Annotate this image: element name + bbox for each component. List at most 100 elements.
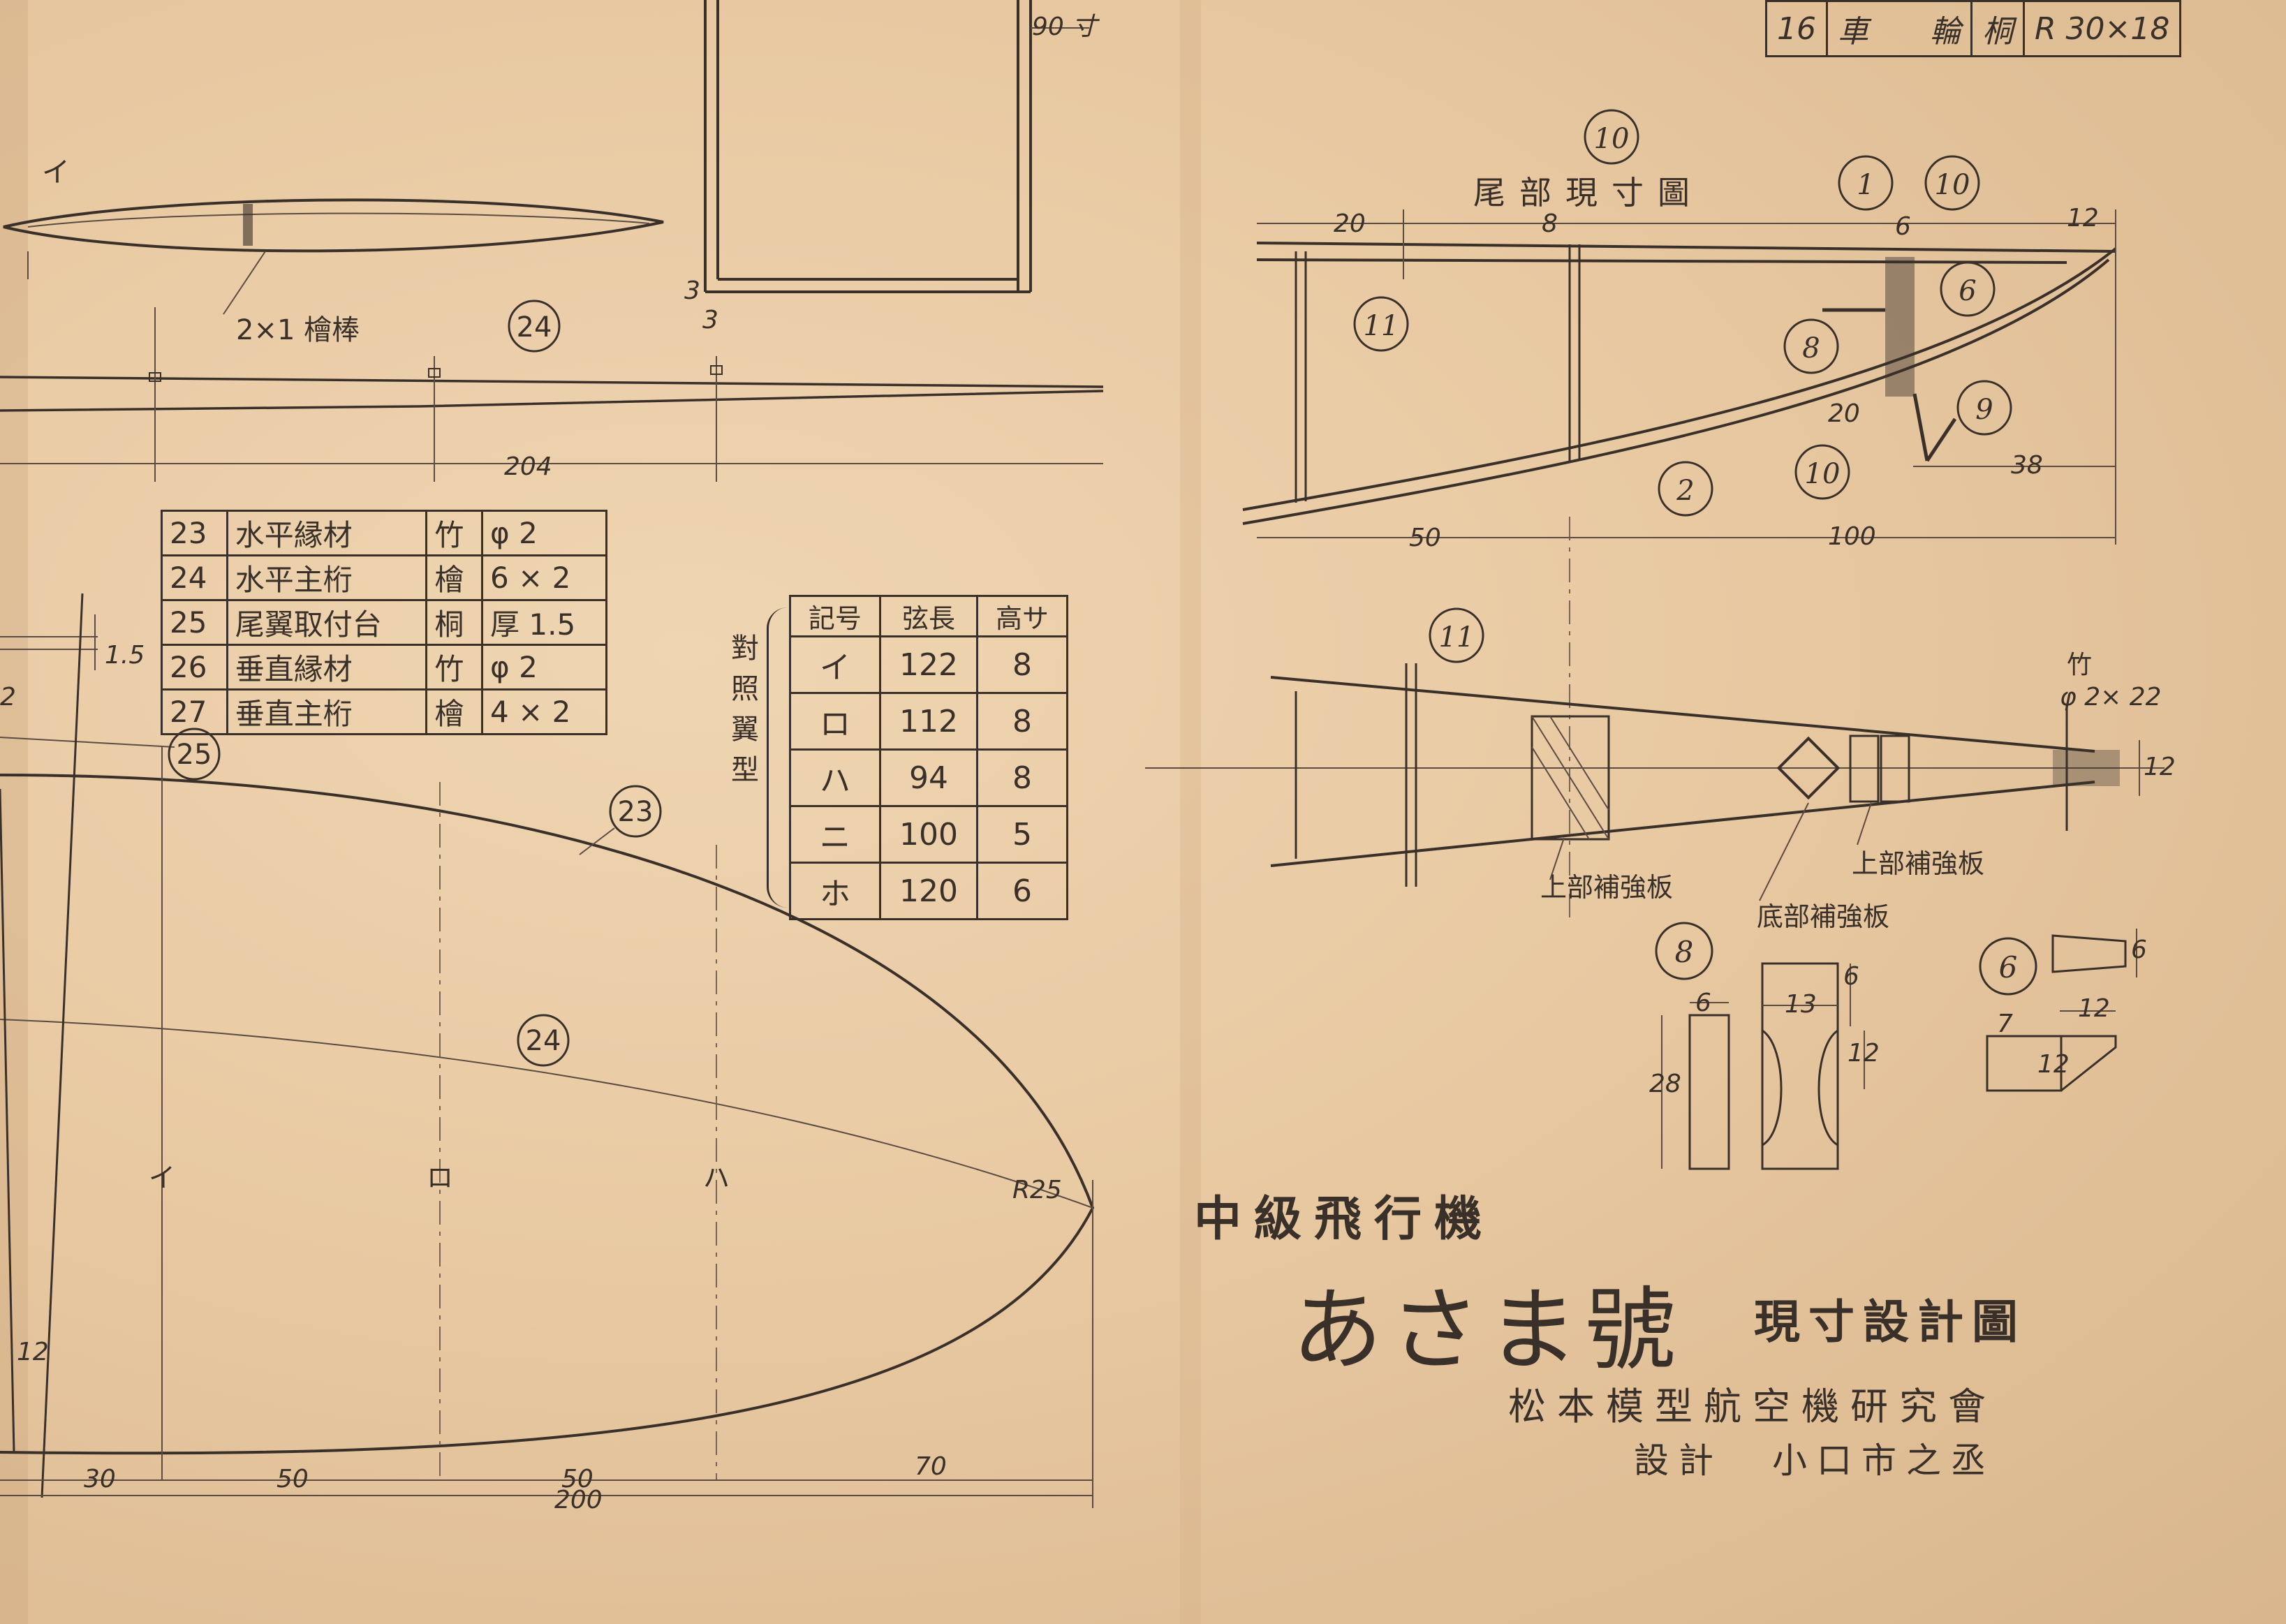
drawing-type: 現寸設計圖 <box>1754 1295 2026 1349</box>
part-name: 水平主桁 <box>226 554 428 601</box>
chord-height: 5 <box>976 805 1068 864</box>
callout-10-a <box>1584 109 1639 165</box>
callout-24-top <box>508 300 561 353</box>
bottom-dim-30: 30 <box>84 1465 116 1493</box>
chord-code: ニ <box>789 805 881 864</box>
chord-length: 100 <box>878 805 979 864</box>
chord-header: 弦長 <box>878 595 979 637</box>
chord-length: 120 <box>878 862 979 920</box>
parts-row: 25 尾翼取付台 桐 厚 1.5 <box>161 599 607 646</box>
d6-dim-7: 7 <box>1997 1010 2013 1038</box>
chord-length: 122 <box>878 635 979 694</box>
top-dim-label: 90 寸 <box>1032 13 1100 41</box>
dim-20-top: 20 <box>1334 209 1366 238</box>
callout-2-label: 2 <box>1676 475 1694 507</box>
chord-height: 8 <box>976 692 1068 751</box>
bottom-dim-70: 70 <box>915 1452 947 1481</box>
corner-no: 16 <box>1765 0 1828 57</box>
small-dim-a: 3 <box>684 276 700 305</box>
callout-10-c <box>1794 444 1850 500</box>
part-no: 23 <box>161 510 228 556</box>
page-fold <box>1180 0 1201 1624</box>
station-ha: ハ <box>703 1162 730 1193</box>
callout-10-b <box>1924 155 1980 211</box>
part-material: 檜 <box>425 688 484 735</box>
small-dim-c: 1.5 <box>105 641 145 670</box>
d8-dim-6a: 6 <box>1695 989 1711 1017</box>
chord-code: ハ <box>789 748 881 807</box>
chord-height: 6 <box>976 862 1068 920</box>
parts-table: 23 水平縁材 竹 φ 2 24 水平主桁 檜 6 × 2 25 尾翼取付台 桐… <box>161 510 607 735</box>
label-bottom-plate: 底部補強板 <box>1757 901 1889 932</box>
part-name: 垂直縁材 <box>226 644 428 691</box>
callout-24-top-label: 24 <box>517 311 552 344</box>
designer-line: 設計 小口市之丞 <box>1634 1433 1996 1483</box>
part-no: 26 <box>161 644 228 691</box>
callout-11-b-label: 11 <box>1439 621 1475 654</box>
part-material: 竹 <box>425 510 484 556</box>
chord-code: ロ <box>789 692 881 751</box>
chord-height: 8 <box>976 635 1068 694</box>
callout-11-b <box>1429 607 1484 663</box>
corner-parts-table: 16 車 輪 桐 R 30×18 <box>1765 0 2182 57</box>
aircraft-class: 中級飛行機 <box>1194 1192 1495 1247</box>
top-frame <box>704 0 1089 293</box>
chord-height: 8 <box>976 748 1068 807</box>
part-no: 25 <box>161 599 228 646</box>
chord-code: ホ <box>789 862 881 920</box>
parts-row: 24 水平主桁 檜 6 × 2 <box>161 554 607 601</box>
station-ro: ロ <box>427 1162 453 1193</box>
dim-12-top: 12 <box>2067 204 2099 232</box>
callout-6-detail <box>1979 937 2037 996</box>
organization-name: 松本模型航空機研究會 <box>1508 1385 1997 1429</box>
designer-name: 小口市之丞 <box>1772 1440 1996 1481</box>
bamboo-note: 竹 <box>2067 651 2092 679</box>
tail-side-view <box>1242 209 2117 922</box>
part-size: 4 × 2 <box>481 688 607 735</box>
station-i: イ <box>149 1162 175 1193</box>
chord-row: ロ 112 8 <box>789 692 1068 751</box>
designer-label: 設計 <box>1634 1440 1723 1481</box>
callout-10-b-label: 10 <box>1935 169 1970 201</box>
callout-24-label: 24 <box>526 1025 561 1057</box>
d6-dim-12a: 12 <box>2037 1050 2070 1079</box>
detail-6-drawing <box>1986 929 2137 1092</box>
chord-header-row: 記号 弦長 高サ <box>789 595 1068 637</box>
dim-100: 100 <box>1828 522 1876 551</box>
part-size: 厚 1.5 <box>481 599 607 646</box>
callout-11-a-label: 11 <box>1364 310 1399 342</box>
dim-38: 38 <box>2011 451 2043 480</box>
part-material: 桐 <box>425 599 484 646</box>
parts-row: 23 水平縁材 竹 φ 2 <box>161 510 607 556</box>
chord-table: 記号 弦長 高サ イ 122 8 ロ 112 8 ハ 94 8 ニ 100 5 … <box>789 595 1068 920</box>
callout-8 <box>1783 318 1839 374</box>
d8-dim-12: 12 <box>1848 1039 1880 1068</box>
chord-length: 94 <box>878 748 979 807</box>
dim-20-mid: 20 <box>1828 399 1860 428</box>
chord-row: ホ 120 6 <box>789 862 1068 920</box>
bottom-dim-50b: 50 <box>561 1465 593 1493</box>
callout-1-label: 1 <box>1857 169 1874 201</box>
part-size: φ 2 <box>481 644 607 691</box>
callout-8-label: 8 <box>1802 332 1820 364</box>
part-material: 竹 <box>425 644 484 691</box>
small-dim-e: 12 <box>17 1338 49 1366</box>
chord-table-label: 對照翼型 <box>731 633 759 786</box>
callout-8-detail-label: 8 <box>1675 935 1694 969</box>
chord-length: 112 <box>878 692 979 751</box>
callout-2 <box>1658 461 1713 517</box>
callout-1 <box>1838 155 1894 211</box>
span-dim: 204 <box>504 452 552 481</box>
dim-8-top: 8 <box>1542 209 1558 238</box>
chord-row: ニ 100 5 <box>789 805 1068 864</box>
tail-top-view <box>1145 663 2165 901</box>
chord-code: イ <box>789 635 881 694</box>
part-material: 檜 <box>425 554 484 601</box>
parts-row: 27 垂直主桁 檜 4 × 2 <box>161 688 607 735</box>
corner-material: 桐 <box>1970 0 2025 57</box>
d8-dim-6b: 6 <box>1843 962 1859 991</box>
dim-6-top: 6 <box>1895 212 1911 241</box>
dim-12-tip: 12 <box>2144 753 2176 781</box>
